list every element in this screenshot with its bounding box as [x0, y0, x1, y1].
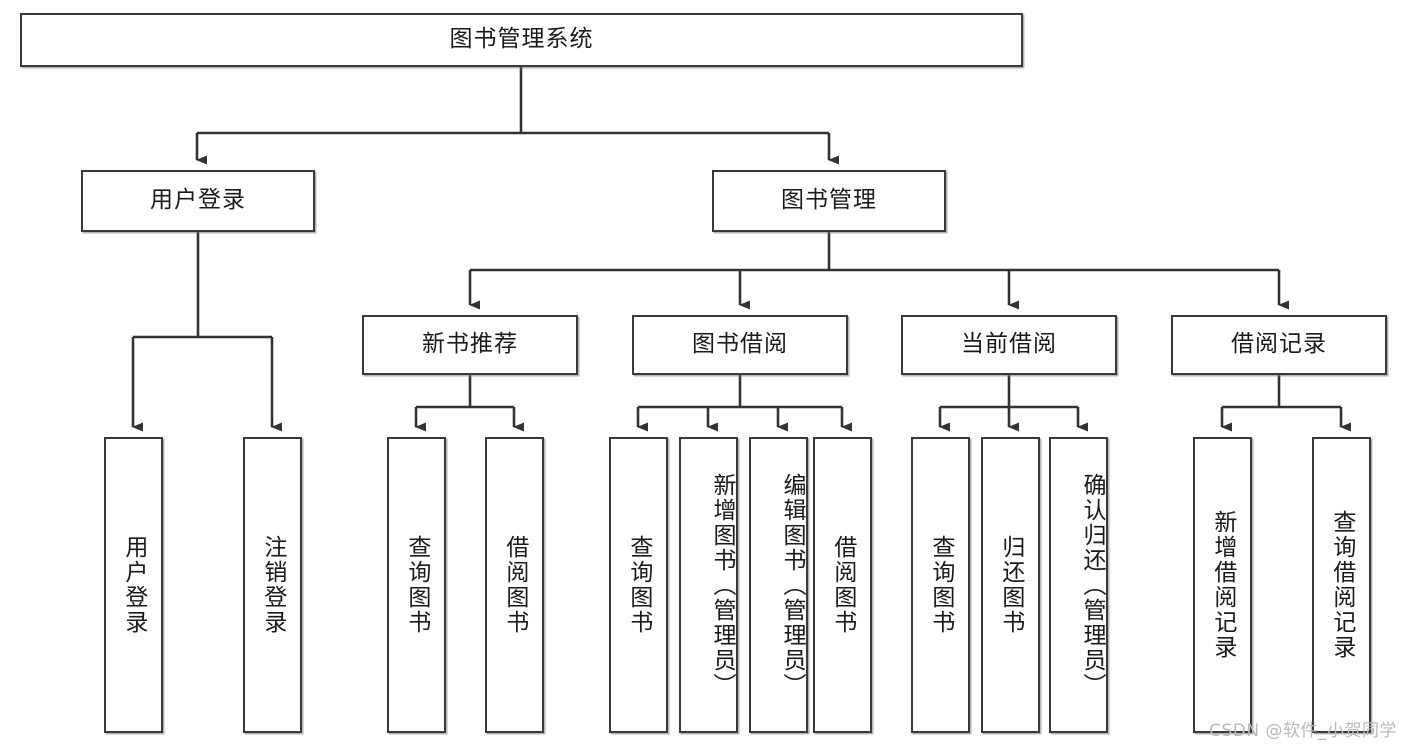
node-leaf-confirm-return-admin[interactable]: 确认归还（管理员）: [1049, 437, 1108, 733]
node-leaf-borrow-book[interactable]: 借阅图书: [813, 437, 872, 733]
node-label: 查询图书: [927, 535, 954, 635]
node-current-borrow[interactable]: 当前借阅: [901, 315, 1117, 375]
node-label: 借阅图书: [501, 535, 528, 635]
node-leaf-query-book-borrow[interactable]: 查询图书: [609, 437, 668, 733]
node-label: 归还图书: [997, 535, 1024, 635]
node-label: 图书借阅: [692, 331, 788, 358]
node-user-login[interactable]: 用户登录: [81, 170, 315, 232]
node-label: 用户登录: [120, 535, 147, 635]
node-label: 新书推荐: [422, 331, 518, 358]
node-label: 确认归还（管理员）: [1079, 472, 1105, 698]
node-leaf-edit-book-admin[interactable]: 编辑图书（管理员）: [749, 437, 808, 733]
node-leaf-query-book-current[interactable]: 查询图书: [911, 437, 970, 733]
node-label: 当前借阅: [961, 331, 1057, 358]
node-leaf-query-book-new[interactable]: 查询图书: [387, 437, 446, 733]
node-label: 查询借阅记录: [1328, 510, 1355, 660]
node-label: 借阅图书: [829, 535, 856, 635]
node-label: 新增图书（管理员）: [709, 472, 735, 698]
node-label: 用户登录: [150, 187, 246, 214]
node-label: 查询图书: [625, 535, 652, 635]
node-leaf-return-book[interactable]: 归还图书: [981, 437, 1040, 733]
node-label: 借阅记录: [1231, 331, 1327, 358]
node-leaf-query-borrow-record[interactable]: 查询借阅记录: [1312, 437, 1371, 733]
node-label: 图书管理系统: [449, 26, 594, 53]
node-label: 编辑图书（管理员）: [779, 472, 805, 698]
csdn-watermark: CSDN @软件_小贺同学: [1209, 721, 1397, 741]
node-book-borrow[interactable]: 图书借阅: [632, 315, 848, 375]
node-label: 图书管理: [781, 187, 877, 214]
node-label: 注销登录: [259, 535, 286, 635]
node-borrow-record[interactable]: 借阅记录: [1171, 315, 1387, 375]
node-new-book-recommend[interactable]: 新书推荐: [362, 315, 578, 375]
node-label: 新增借阅记录: [1209, 510, 1236, 660]
node-label: 查询图书: [403, 535, 430, 635]
node-leaf-borrow-book-new[interactable]: 借阅图书: [485, 437, 544, 733]
node-book-management[interactable]: 图书管理: [712, 170, 946, 232]
node-leaf-add-book-admin[interactable]: 新增图书（管理员）: [679, 437, 738, 733]
node-leaf-add-borrow-record[interactable]: 新增借阅记录: [1193, 437, 1252, 733]
node-leaf-logout-login[interactable]: 注销登录: [243, 437, 302, 733]
node-leaf-user-login[interactable]: 用户登录: [104, 437, 163, 733]
node-root-book-management-system[interactable]: 图书管理系统: [20, 13, 1023, 67]
